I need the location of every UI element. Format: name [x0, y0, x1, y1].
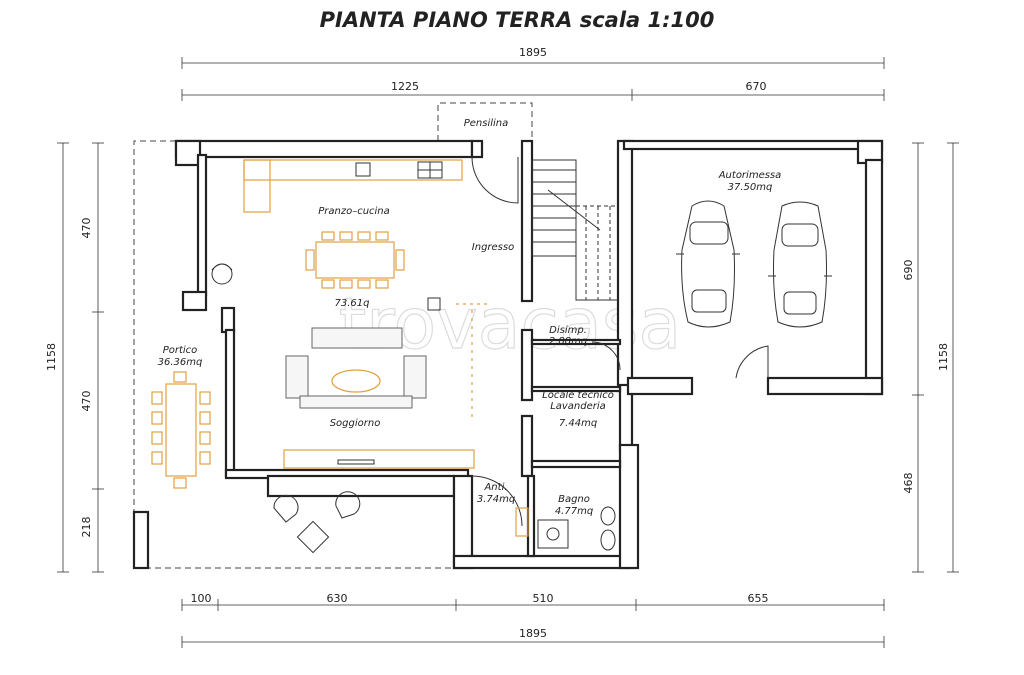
dimension-left-split: 470 470 218 [80, 142, 104, 573]
dim-left-total-label: 1158 [45, 343, 58, 371]
dim-bottom-4-label: 655 [748, 592, 769, 605]
kitchen-counter [243, 159, 463, 213]
label-disimp: Disimp. [549, 325, 587, 336]
dim-bottom-total-label: 1895 [519, 627, 547, 640]
label-portico-area: 36.36mq [158, 357, 203, 368]
label-lavanderia-area: 7.44mq [559, 418, 597, 429]
label-soggiorno: Soggiorno [330, 418, 381, 429]
doors [471, 156, 769, 527]
label-autorimessa: Autorimessa [718, 170, 782, 181]
label-pranzo-cucina: Pranzo–cucina [318, 206, 390, 217]
dim-right-2-label: 468 [902, 473, 915, 494]
bathroom-fixtures [515, 506, 616, 551]
car-right-icon [768, 201, 832, 328]
dim-right-total-label: 1158 [937, 343, 950, 371]
dim-left-1-label: 470 [80, 218, 93, 239]
portico-outline [133, 140, 454, 569]
dimension-top-total: 1895 [181, 46, 885, 69]
tv-cabinet [283, 449, 475, 469]
label-autorimessa-area: 37.50mq [728, 182, 773, 193]
dim-top-right-label: 670 [746, 80, 767, 93]
label-living-area: 73.61q [335, 298, 370, 309]
label-pensilina: Pensilina [464, 118, 509, 129]
dim-left-2-label: 470 [80, 391, 93, 412]
dimension-right-total: 1158 [937, 142, 959, 573]
label-disimp-area: 2.88mq [549, 336, 587, 347]
label-portico: Portico [163, 345, 198, 356]
dim-left-3-label: 218 [80, 517, 93, 538]
outdoor-chairs [273, 491, 361, 554]
dim-right-1-label: 690 [902, 260, 915, 281]
label-locale-tecnico: Locale tecnico [542, 390, 614, 401]
label-anti: Anti. [483, 482, 507, 493]
staircase [531, 159, 618, 301]
dim-bottom-1-label: 100 [191, 592, 212, 605]
label-ingresso: Ingresso [472, 242, 514, 253]
label-lavanderia: Lavanderia [550, 401, 606, 412]
dimension-top-split: 1225 670 [181, 80, 885, 101]
pensilina-outline [437, 102, 533, 141]
label-bagno-area: 4.77mq [555, 506, 593, 517]
living-sofas [285, 327, 427, 409]
room-labels: Pensilina Pranzo–cucina Ingresso Autorim… [158, 118, 782, 517]
dimension-bottom-total: 1895 [181, 627, 885, 648]
fireplace-column [427, 297, 490, 418]
dim-top-total-label: 1895 [519, 46, 547, 59]
armchair-icon [211, 263, 233, 285]
plan-title: PIANTA PIANO TERRA scala 1:100 [320, 8, 715, 32]
dimension-right-split: 690 468 [902, 142, 924, 573]
walls [132, 139, 884, 570]
label-anti-area: 3.74mq [477, 494, 515, 505]
label-bagno: Bagno [558, 494, 590, 505]
car-left-icon [676, 200, 740, 328]
dining-table [305, 231, 405, 289]
dim-top-left-label: 1225 [391, 80, 419, 93]
dim-bottom-2-label: 630 [327, 592, 348, 605]
dimension-left-total: 1158 [45, 142, 69, 573]
dim-bottom-3-label: 510 [533, 592, 554, 605]
portico-table [151, 371, 211, 489]
dimension-bottom-split: 100 630 510 655 [181, 592, 885, 611]
